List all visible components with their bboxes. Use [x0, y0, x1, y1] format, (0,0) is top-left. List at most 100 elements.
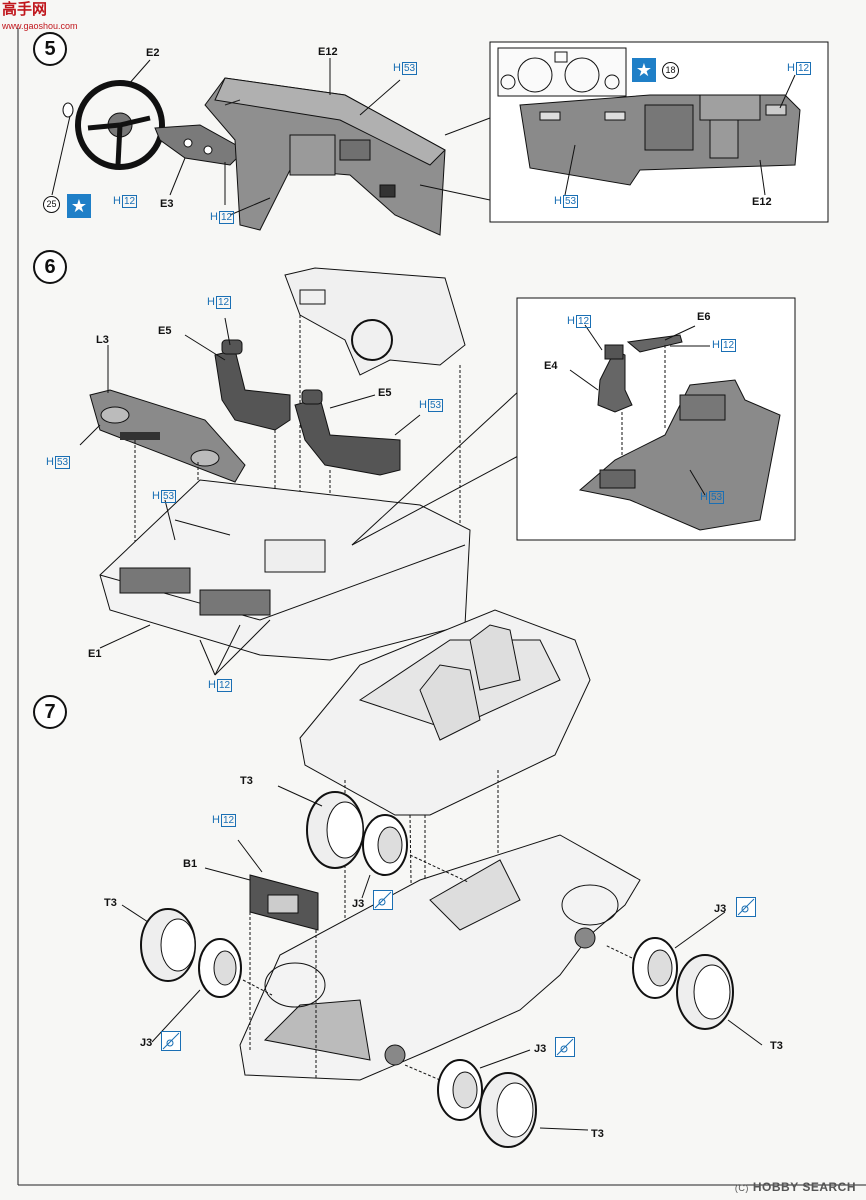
gear-shift-e4 [597, 344, 633, 413]
paint-number: 53 [401, 62, 418, 75]
paint-number: 12 [218, 211, 235, 224]
paint-letter: H [554, 195, 562, 207]
tire-rear-left [306, 791, 364, 869]
part-label-t3: T3 [104, 897, 117, 909]
parking-brake-e6 [626, 334, 683, 353]
hobby-search-brand: HOBBY SEARCH [752, 1180, 856, 1194]
copyright-mark: (C) [734, 1183, 749, 1193]
paint-letter: H [393, 62, 401, 74]
part-label-j3: J3 [714, 903, 727, 915]
rim-front-left [198, 938, 242, 998]
part-label-j3: J3 [140, 1037, 153, 1049]
dashboard-e12 [204, 77, 446, 236]
decal-number-18: 18 [662, 62, 679, 79]
part-label-e5: E5 [378, 387, 392, 399]
no-glue-icon [161, 1031, 181, 1051]
interior-tub-e1 [99, 479, 471, 661]
part-label-e5: E5 [158, 325, 172, 337]
paint-number: 12 [220, 814, 237, 827]
part-label-e1: E1 [88, 648, 102, 660]
paint-letter: H [152, 490, 160, 502]
paint-number: 53 [708, 491, 725, 504]
paint-number: 53 [54, 456, 71, 469]
part-label-e3: E3 [160, 198, 174, 210]
paint-number: 12 [121, 195, 138, 208]
hub-front [384, 1044, 406, 1066]
front-seat-right [294, 389, 401, 476]
part-label-t3: T3 [770, 1040, 783, 1052]
step-number-5: 5 [33, 32, 67, 66]
paint-number: 12 [215, 296, 232, 309]
paint-letter: H [46, 456, 54, 468]
paint-number: 12 [720, 339, 737, 352]
part-label-l3: L3 [96, 334, 109, 346]
step-number-7: 7 [33, 695, 67, 729]
part-label-t3: T3 [591, 1128, 604, 1140]
steering-wheel [75, 80, 165, 170]
radiator-grille-b1 [249, 874, 319, 931]
decal-number-25: 25 [43, 196, 60, 213]
paint-letter: H [700, 491, 708, 503]
chassis-floor-pan [239, 834, 641, 1081]
part-label-e2: E2 [146, 47, 160, 59]
step-number-6: 6 [33, 250, 67, 284]
part-label-e6: E6 [697, 311, 711, 323]
body-interior-assembled [299, 609, 591, 816]
paint-letter: H [210, 211, 218, 223]
paint-number: 12 [795, 62, 812, 75]
no-glue-icon [373, 890, 393, 910]
front-seat-left [214, 339, 291, 431]
paint-letter: H [712, 339, 720, 351]
rim-rear-right [632, 937, 678, 999]
paint-letter: H [787, 62, 795, 74]
horn-decal-disc [62, 102, 74, 118]
part-label-t3: T3 [240, 775, 253, 787]
watermark-logo: 高手网 www.gaoshou.com [2, 2, 78, 34]
part-label-j3: J3 [534, 1043, 547, 1055]
dashboard-front-view [519, 94, 801, 186]
tire-front-left [140, 908, 196, 982]
part-label-e12: E12 [318, 46, 338, 58]
paint-letter: H [212, 814, 220, 826]
part-label-j3: J3 [352, 898, 365, 910]
no-glue-icon [555, 1037, 575, 1057]
paint-letter: H [419, 399, 427, 411]
paint-letter: H [207, 296, 215, 308]
paint-letter: H [208, 679, 216, 691]
rear-shelf-l3 [89, 389, 246, 483]
instrument-cluster-decal [497, 47, 627, 97]
star-icon: ★ [632, 58, 656, 82]
part-label-b1: B1 [183, 858, 198, 870]
rim-front-right [437, 1059, 483, 1121]
tire-front-right [479, 1072, 537, 1148]
paint-number: 53 [427, 399, 444, 412]
paint-number: 53 [160, 490, 177, 503]
paint-number: 53 [562, 195, 579, 208]
paint-letter: H [567, 315, 575, 327]
center-console [578, 379, 781, 531]
watermark-brand: 高手网 [2, 1, 48, 18]
hub-rear [574, 927, 596, 949]
paint-letter: H [113, 195, 121, 207]
rim-rear-left [362, 814, 408, 876]
paint-number: 12 [575, 315, 592, 328]
part-label-e12-detail: E12 [752, 196, 772, 208]
part-label-e4: E4 [544, 360, 558, 372]
star-icon: ★ [67, 194, 91, 218]
hobby-search-watermark: (C)HOBBY SEARCH [735, 1180, 856, 1194]
